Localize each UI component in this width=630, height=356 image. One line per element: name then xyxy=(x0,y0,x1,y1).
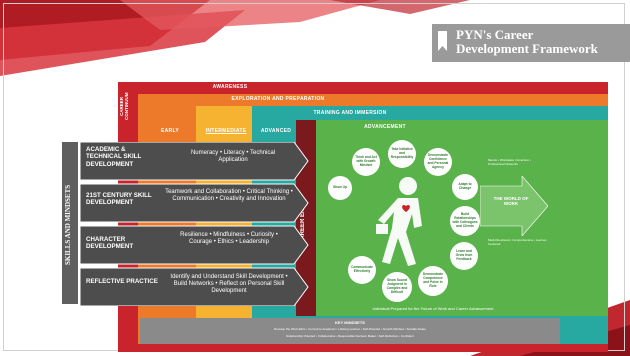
row-skills-character: Resilience • Mindfulness • Curiosity • C… xyxy=(180,232,278,245)
row-skills-academic: Numeracy • Literacy • Technical Applicat… xyxy=(190,150,276,163)
title-banner: PYN's Career Development Framework xyxy=(432,24,630,62)
level-advanced: ADVANCED xyxy=(260,128,292,134)
world-of-work-arrow xyxy=(480,176,548,236)
row-title-character: CHARACTER DEVELOPMENT xyxy=(86,236,134,251)
advancement-label: ADVANCEMENT xyxy=(364,124,406,130)
career-continuum-label: CAREER CONTINUUM xyxy=(119,92,129,120)
right-note-top: Mentor • Workplace Immersion • Professio… xyxy=(488,158,531,166)
row-arrow-reflective xyxy=(80,267,309,306)
world-of-work-label: THE WORLD OF WORK xyxy=(493,196,529,206)
row-skills-21st-century: Teamwork and Collaboration • Critical Th… xyxy=(165,189,293,202)
circle-take-initiative: Take Initiative and Responsibility xyxy=(388,140,416,168)
walking-person-icon xyxy=(376,177,422,266)
skills-mindsets-bar xyxy=(62,142,78,304)
row-skills-reflective: Identify and Understand Skill Developmen… xyxy=(170,274,288,294)
level-intermediate: INTERMEDIATE xyxy=(205,128,247,134)
awareness-label: AWARENESS xyxy=(212,84,248,90)
bookmark-icon xyxy=(438,31,447,51)
level-early: EARLY xyxy=(161,128,179,134)
row-title-academic: ACADEMIC & TECHNICAL SKILL DEVELOPMENT xyxy=(86,146,142,168)
training-label: TRAINING AND IMMERSION xyxy=(313,110,387,116)
swoosh-top-mid xyxy=(120,0,380,30)
skills-mindsets-label: SKILLS AND MINDSETS xyxy=(64,184,72,266)
circle-build-relationships: Build Relationships with Colleagues and … xyxy=(450,206,480,236)
circle-competence: Demonstrate Competence and Poise in Role xyxy=(418,266,448,296)
circle-learn-from-feedback: Learn and Grow from Feedback xyxy=(450,242,478,270)
circle-confidence: Demonstrate Confidence and Personal Agen… xyxy=(424,148,452,176)
exploration-label: EXPLORATION AND PREPARATION xyxy=(231,96,325,102)
outcome-text: Individual Prepared for the Future of Wo… xyxy=(372,306,494,311)
key-mindsets-label: KEY MINDSETS xyxy=(335,320,365,325)
key-mindsets-bar xyxy=(140,318,560,344)
key-mindsets-line2: Relationship Oriented • Collaborative • … xyxy=(286,334,414,338)
slide-title: PYN's Career Development Framework xyxy=(456,27,598,56)
key-mindsets-line1: Develop the Work Ethic • Commit to Acade… xyxy=(274,327,426,331)
circle-sound-judgment: Show Sound Judgment in Complex and Diffi… xyxy=(382,272,412,302)
row-arrows xyxy=(80,142,309,306)
row-arrow-character xyxy=(80,225,309,265)
circle-adapt-to-change: Adapt to Change xyxy=(452,174,478,200)
row-arrow-academic xyxy=(80,142,309,181)
right-note-bottom: Multi-Directional • Comprehensive • Lear… xyxy=(488,238,548,246)
row-title-21st-century: 21ST CENTURY SKILL DEVELOPMENT xyxy=(86,192,152,207)
row-arrow-21st-century xyxy=(80,183,309,223)
circle-communicate: Communicate Effectively xyxy=(348,256,376,284)
circle-show-up: Show Up xyxy=(328,176,352,200)
row-title-reflective: REFLECTIVE PRACTICE xyxy=(86,278,158,285)
circle-growth-mindset: Think and Act with Growth Mindset xyxy=(352,148,380,176)
